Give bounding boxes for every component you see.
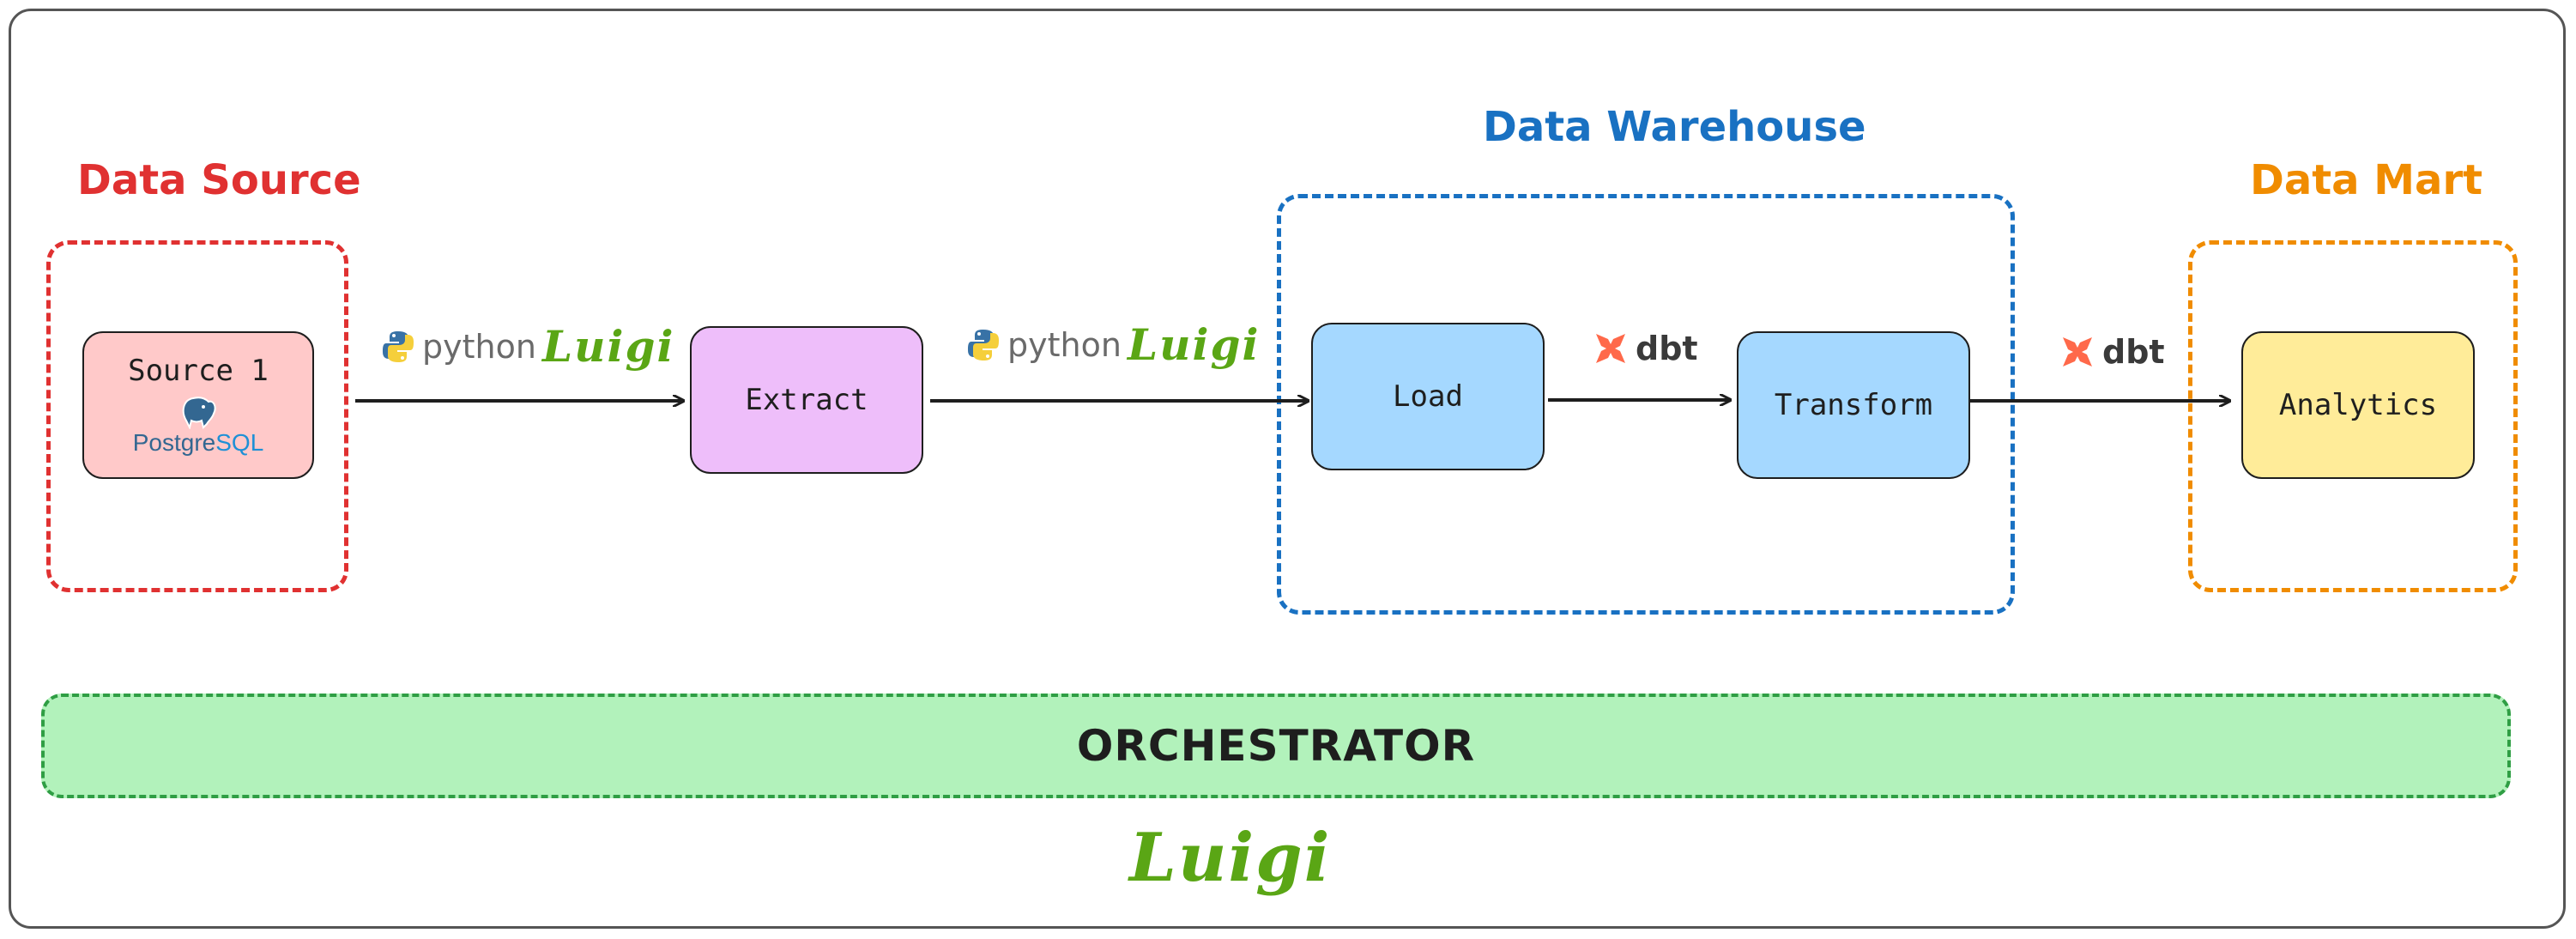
load-node: Load — [1311, 323, 1545, 470]
extract-label: Extract — [745, 383, 868, 417]
dbt-logo-icon — [2063, 337, 2092, 367]
postgresql-elephant-icon — [182, 397, 216, 429]
python-logo-text: python — [422, 328, 536, 366]
python-logo-text: python — [1007, 326, 1122, 364]
data-source-group — [46, 240, 348, 592]
postgresql-logo-text: PostgreSQL — [133, 429, 264, 457]
source-1-label: Source 1 — [128, 354, 269, 388]
transform-label: Transform — [1774, 388, 1933, 422]
postgresql-logo-text-a: Postgre — [132, 429, 216, 456]
dbt-logo-text: dbt — [2102, 333, 2165, 371]
luigi-logo-icon: Luigi — [1129, 819, 1332, 897]
python-logo-icon — [383, 331, 414, 362]
load-label: Load — [1393, 379, 1463, 414]
data-mart-title: Data Mart — [2250, 156, 2483, 204]
python-logo-icon — [968, 330, 999, 360]
dbt-logo-1: dbt — [1593, 330, 1698, 367]
diagram-frame — [9, 9, 2566, 929]
orchestrator-bar: ORCHESTRATOR — [41, 694, 2511, 798]
analytics-node: Analytics — [2241, 331, 2475, 479]
python-logo-1: python — [381, 328, 536, 366]
source-1-node: Source 1 PostgreSQL — [82, 331, 314, 479]
luigi-logo-icon: Luigi — [542, 321, 675, 372]
data-warehouse-group — [1277, 194, 2015, 615]
luigi-logo-icon: Luigi — [1128, 319, 1261, 370]
postgresql-logo-text-b: SQL — [215, 429, 264, 456]
transform-node: Transform — [1737, 331, 1970, 479]
dbt-logo-text: dbt — [1636, 330, 1698, 367]
dbt-logo-icon — [1596, 334, 1625, 363]
analytics-label: Analytics — [2278, 388, 2438, 422]
dbt-logo-2: dbt — [2059, 333, 2165, 371]
data-warehouse-title: Data Warehouse — [1483, 103, 1866, 151]
data-source-title: Data Source — [77, 156, 361, 204]
orchestrator-label: ORCHESTRATOR — [1076, 721, 1476, 771]
python-logo-2: python — [966, 326, 1122, 364]
orchestrator-luigi-logo: Luigi — [1129, 819, 1331, 897]
data-mart-group — [2188, 240, 2518, 592]
luigi-logo-1: Luigi — [542, 321, 674, 372]
extract-node: Extract — [690, 326, 923, 474]
luigi-logo-2: Luigi — [1128, 319, 1260, 370]
